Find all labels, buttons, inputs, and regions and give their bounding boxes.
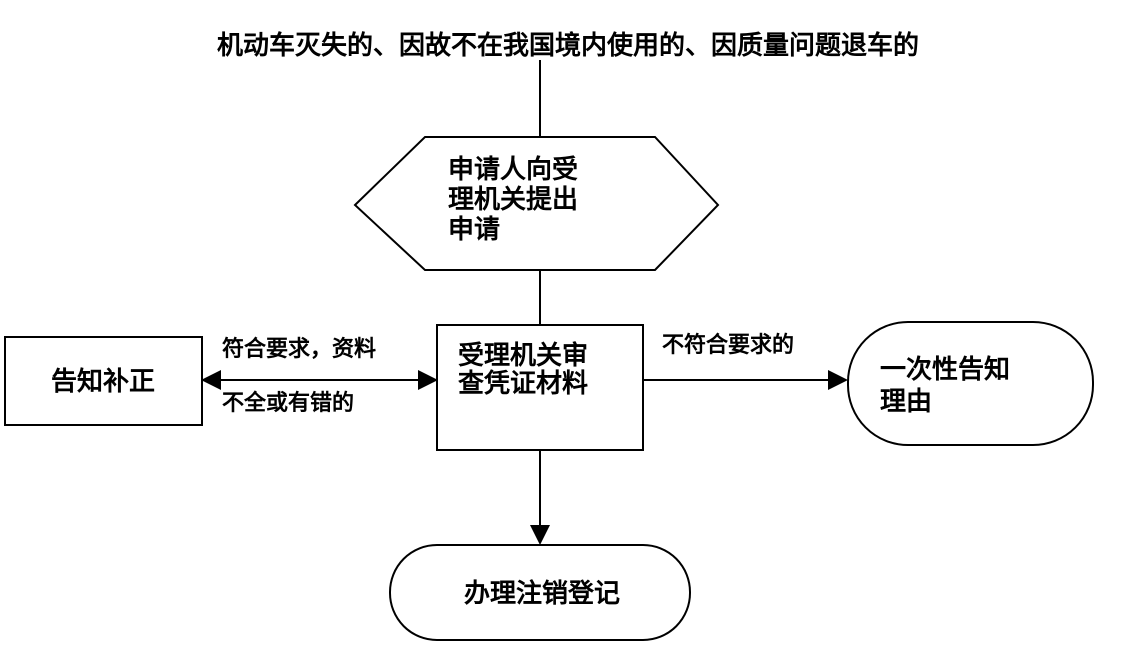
register-label: 办理注销登记 <box>464 578 620 609</box>
apply-line-2: 理机关提出 <box>448 185 578 215</box>
flow-title: 机动车灭失的、因故不在我国境内使用的、因质量问题退车的 <box>217 30 919 61</box>
apply-hexagon <box>353 136 720 271</box>
reject-line-1: 一次性告知 <box>880 355 1010 385</box>
review-box <box>436 324 644 451</box>
review-line-1: 受理机关审 <box>458 340 588 371</box>
apply-line-1: 申请人向受 <box>448 154 578 185</box>
edge-label-not-compliant: 不符合要求的 <box>662 332 794 358</box>
register-terminal <box>389 544 691 641</box>
reject-terminal <box>847 321 1094 446</box>
review-line-2: 查凭证材料 <box>458 368 588 399</box>
apply-line-3: 申请 <box>448 215 500 245</box>
edge-label-incomplete-2: 不全或有错的 <box>222 390 354 416</box>
edge-label-incomplete-1: 符合要求，资料 <box>222 336 376 362</box>
correction-label: 告知补正 <box>51 367 155 397</box>
reject-line-2: 理由 <box>880 387 932 417</box>
